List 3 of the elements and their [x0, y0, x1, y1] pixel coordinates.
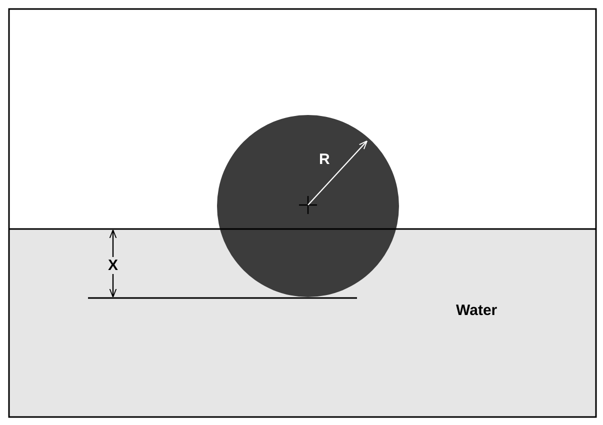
dimension-label: X	[108, 257, 118, 274]
region-label: Water	[456, 302, 498, 319]
dimension-label: R	[319, 151, 330, 168]
